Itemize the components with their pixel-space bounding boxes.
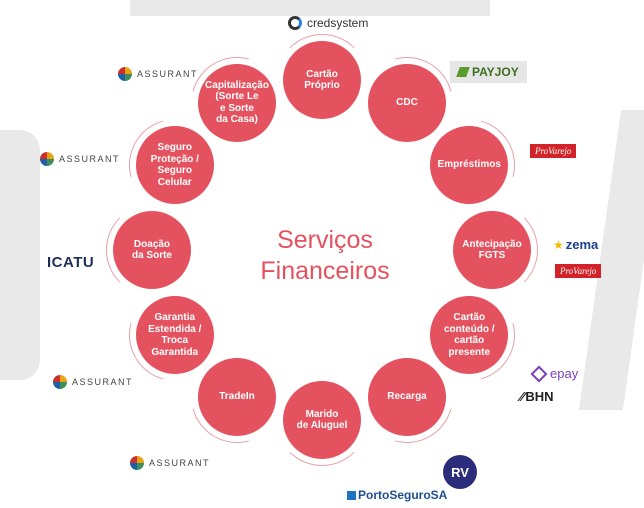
epay-text: epay (550, 366, 579, 381)
center-title-line2: Financeiros (260, 257, 390, 286)
provarejo-logo-2: ProVarejo (555, 264, 602, 278)
credsystem-text: credsystem (307, 16, 369, 30)
assurant-icon (118, 67, 132, 81)
service-node-garantia: Garantia Estendida / Troca Garantida (135, 296, 214, 374)
assurant-logo-capitalizacao: ASSURANT (118, 67, 198, 81)
service-node-marido-de-aluguel: Marido de Aluguel (283, 381, 361, 459)
epay-icon (530, 365, 548, 382)
background-left-band (0, 130, 40, 380)
zema-text: zema (565, 237, 599, 252)
provarejo-text-1: ProVarejo (530, 144, 577, 158)
assurant-logo-tradein: ASSURANT (130, 456, 210, 470)
payjoy-icon (456, 67, 470, 77)
assurant-text: ASSURANT (137, 69, 199, 79)
service-node-antecipacao-fgts: Antecipação FGTS (453, 211, 531, 289)
node-arc-cartao-proprio (276, 34, 368, 126)
service-node-doacao: Doação da Sorte (113, 211, 191, 289)
icatu-text: ICATU (47, 254, 95, 271)
service-node-tradein: TradeIn (198, 358, 276, 437)
zema-logo: ★ zema (553, 237, 598, 252)
background-top-band (130, 0, 490, 16)
service-node-emprestimos: Empréstimos (430, 126, 509, 204)
service-node-cartao-conteudo: Cartão conteúdo / cartão presente (430, 296, 509, 374)
service-node-cdc: CDC (368, 63, 446, 142)
assurant-icon (40, 152, 54, 166)
icatu-logo: ICATU (47, 254, 94, 271)
center-title-line1: Serviços (277, 226, 373, 254)
epay-logo: epay (530, 365, 579, 382)
assurant-text: ASSURANT (59, 154, 121, 164)
payjoy-text: PAYJOY (472, 65, 519, 79)
assurant-logo-garantia: ASSURANT (53, 375, 133, 389)
service-node-capitalizacao: Capitalização (Sorte Le e Sorte da Casa) (198, 63, 276, 142)
service-node-seguro: Seguro Proteção / Seguro Celular (135, 126, 214, 204)
credsystem-logo: credsystem (288, 16, 368, 30)
center-title: Serviços Financeiros (225, 225, 425, 288)
credsystem-icon (288, 16, 302, 30)
assurant-logo-seguro: ASSURANT (40, 152, 120, 166)
assurant-icon (53, 375, 67, 389)
rv-text: RV (451, 464, 469, 480)
service-node-cartao-proprio: Cartão Próprio (283, 41, 361, 119)
assurant-text: ASSURANT (72, 377, 134, 387)
porto-seguro-icon (347, 490, 356, 500)
rv-logo: RV (443, 455, 477, 489)
bhn-logo: ⁄⁄ BHN (520, 389, 554, 404)
porto-seguro-text: PortoSeguroSA (358, 488, 448, 502)
provarejo-logo-1: ProVarejo (530, 144, 577, 158)
assurant-icon (130, 456, 144, 470)
star-icon: ★ (553, 237, 564, 252)
assurant-text: ASSURANT (149, 458, 211, 468)
payjoy-logo: PAYJOY (450, 61, 527, 83)
provarejo-text-2: ProVarejo (555, 264, 602, 278)
service-node-recarga: Recarga (368, 358, 446, 437)
bhn-icon: ⁄⁄ (520, 389, 525, 404)
bhn-text: BHN (525, 389, 554, 404)
porto-seguro-logo: PortoSeguroSA (347, 488, 447, 502)
